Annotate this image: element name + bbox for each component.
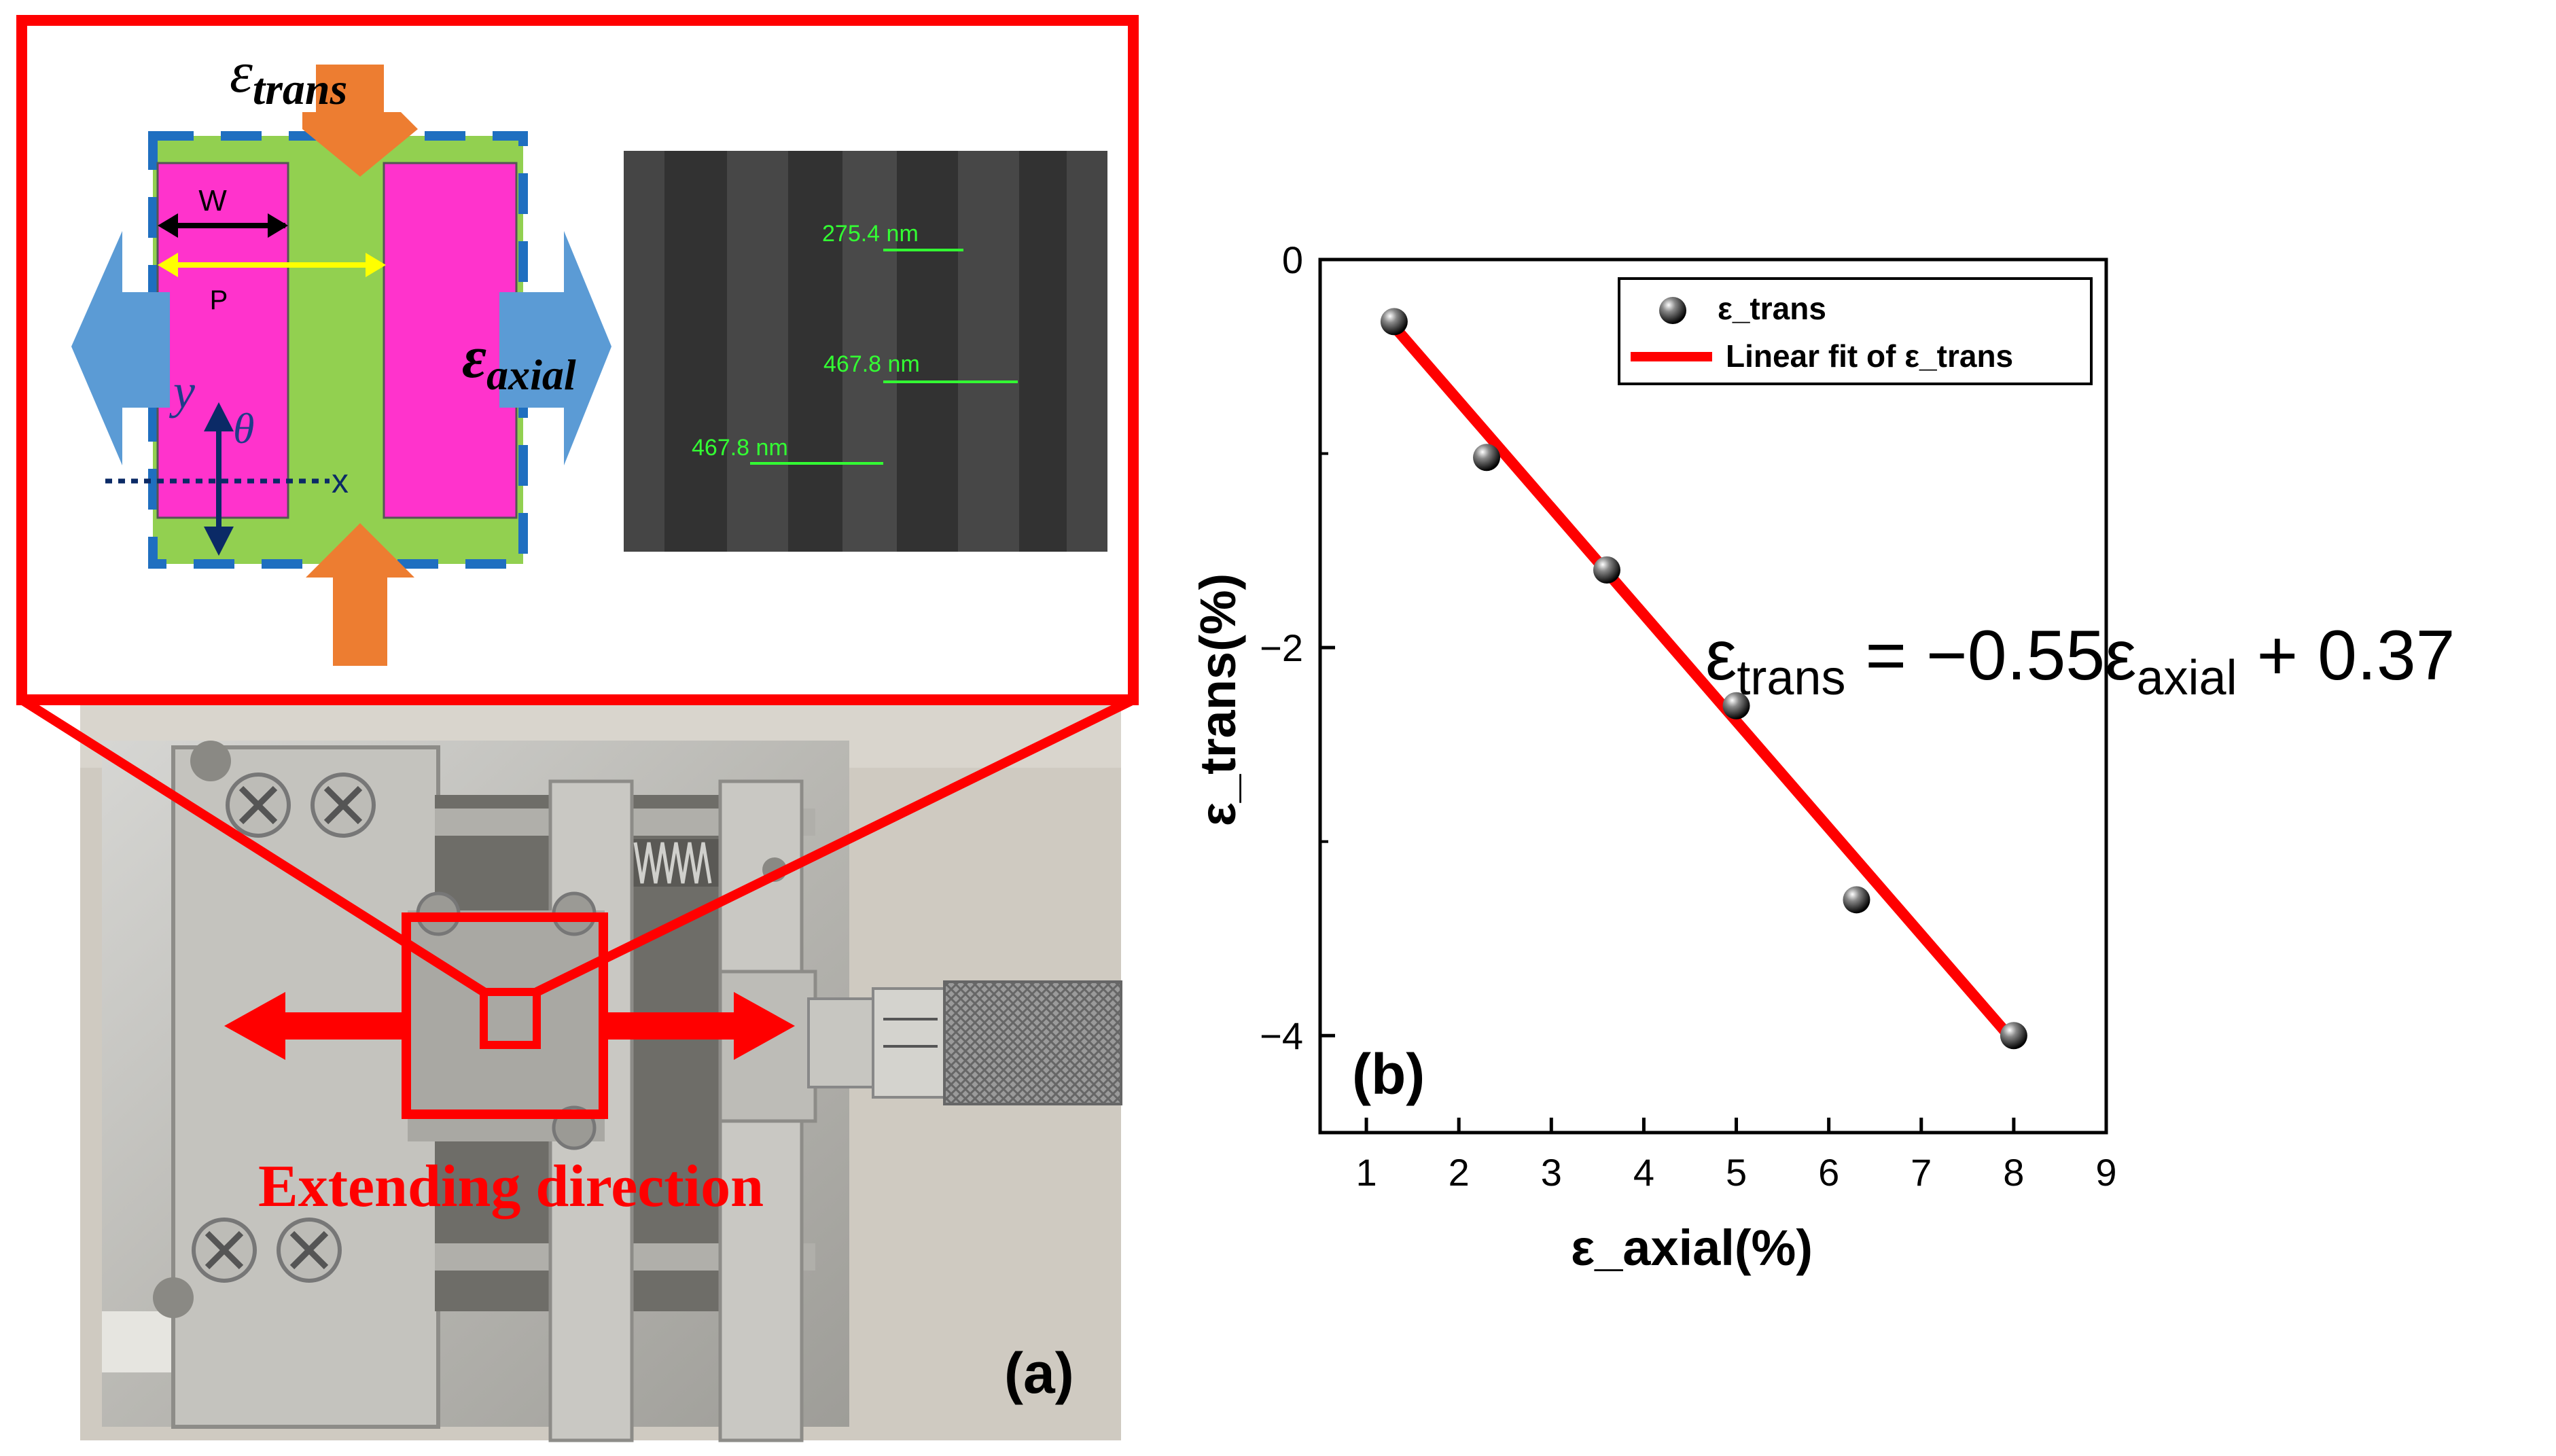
data-point xyxy=(1593,556,1620,584)
data-point xyxy=(1473,444,1501,472)
grating-schematic: W P y θ x εtrans εaxial xyxy=(71,39,611,666)
panel-a: Extending direction (a) W xyxy=(16,15,1139,1442)
fit-line xyxy=(1388,321,2019,1047)
y-tick-label: 0 xyxy=(1282,238,1303,281)
mount-hole-icon xyxy=(153,1277,194,1318)
y-axis: 0 −2 −4 xyxy=(1260,238,1335,1057)
screw-icon xyxy=(310,773,376,838)
extend-left-arrow xyxy=(224,992,408,1060)
stage-spring xyxy=(632,839,720,887)
scatter-points-layer xyxy=(1380,308,2027,1050)
sem-stripe xyxy=(1067,151,1107,552)
sem-measure-2: 467.8 nm xyxy=(823,351,920,377)
micrometer xyxy=(807,980,1122,1105)
zoom-region-box xyxy=(480,988,541,1049)
grating-bar-right xyxy=(383,162,518,519)
axial-arrow-right xyxy=(499,231,611,465)
plot-frame xyxy=(1318,258,2108,1135)
fit-equation: εtrans = −0.55εaxial + 0.37 xyxy=(1705,616,2455,705)
zoom-line-right xyxy=(534,695,1136,997)
screw-icon xyxy=(226,773,291,838)
w-arrow-head-left xyxy=(158,213,178,238)
x-label: x xyxy=(332,462,349,500)
y-tick-label: −2 xyxy=(1260,626,1303,669)
grating-bar-left xyxy=(156,162,289,519)
panel-b-label: (b) xyxy=(1352,1042,1425,1106)
sem-stripe xyxy=(624,151,664,552)
w-label: W xyxy=(198,184,227,217)
x-tick-label: 1 xyxy=(1355,1151,1377,1194)
y-axis-title: ε_trans(%) xyxy=(1190,573,1246,826)
data-point xyxy=(1843,886,1870,914)
stage-photo: Extending direction (a) xyxy=(80,645,1122,1442)
mount-hole-icon xyxy=(190,741,231,781)
trans-arrow-top xyxy=(302,65,418,177)
strain-axial-label: εaxial xyxy=(462,325,576,399)
sem-stripe xyxy=(842,151,897,552)
extending-direction-caption: Extending direction xyxy=(258,1154,764,1220)
x-tick-label: 7 xyxy=(1911,1151,1932,1194)
panel-b-chart: 0 −2 −4 1 2 3 4 5 6 7 8 9 ε_trans Linear fit of ε_… xyxy=(1190,238,2455,1276)
x-tick-label: 8 xyxy=(2003,1151,2024,1194)
x-tick-label: 4 xyxy=(1633,1151,1654,1194)
x-tick-label: 9 xyxy=(2095,1151,2116,1194)
y-label: y xyxy=(168,364,195,419)
y-arrow-head-top xyxy=(204,402,234,431)
y-tick-label: −4 xyxy=(1260,1014,1303,1057)
sem-stripe xyxy=(958,151,1019,552)
p-arrow-head-right xyxy=(366,253,386,277)
axial-arrow-left xyxy=(71,231,170,465)
sem-measure-1: 275.4 nm xyxy=(822,221,919,247)
trans-arrow-bottom xyxy=(306,523,414,666)
panel-a-label: (a) xyxy=(1004,1341,1074,1405)
screw-icon xyxy=(277,1218,342,1283)
legend-label-scatter: ε_trans xyxy=(1718,291,1826,326)
fit-line-layer xyxy=(1388,321,2019,1047)
x-axis: 1 2 3 4 5 6 7 8 9 xyxy=(1355,1118,2117,1194)
theta-label: θ xyxy=(233,404,254,452)
x-tick-label: 5 xyxy=(1726,1151,1747,1194)
p-arrow-head-left xyxy=(158,253,178,277)
sem-image: 275.4 nm 467.8 nm 467.8 nm xyxy=(624,151,1107,552)
legend-label-fit: Linear fit of ε_trans xyxy=(1726,338,2013,374)
legend-marker-scatter xyxy=(1659,297,1686,324)
w-arrow-head-right xyxy=(268,213,288,238)
legend: ε_trans Linear fit of ε_trans xyxy=(1618,277,2093,385)
data-point xyxy=(1722,692,1750,720)
extend-right-arrow xyxy=(605,992,795,1060)
data-point xyxy=(1380,308,1408,336)
stage-sample-clamp xyxy=(408,910,605,1141)
x-tick-label: 3 xyxy=(1541,1151,1562,1194)
y-arrow-head-bottom xyxy=(204,527,234,556)
zoom-line-left xyxy=(19,696,486,996)
legend-box xyxy=(1618,277,2093,385)
x-axis-title: ε_axial(%) xyxy=(1571,1220,1813,1276)
data-point xyxy=(2000,1022,2027,1050)
x-tick-label: 2 xyxy=(1449,1151,1470,1194)
sem-measure-3: 467.8 nm xyxy=(692,435,788,461)
strain-trans-label: εtrans xyxy=(230,39,347,114)
screw-icon xyxy=(192,1218,257,1283)
sem-stripe xyxy=(727,151,788,552)
x-tick-label: 6 xyxy=(1818,1151,1839,1194)
p-label: P xyxy=(210,285,228,315)
stage-left-block xyxy=(171,745,440,1429)
